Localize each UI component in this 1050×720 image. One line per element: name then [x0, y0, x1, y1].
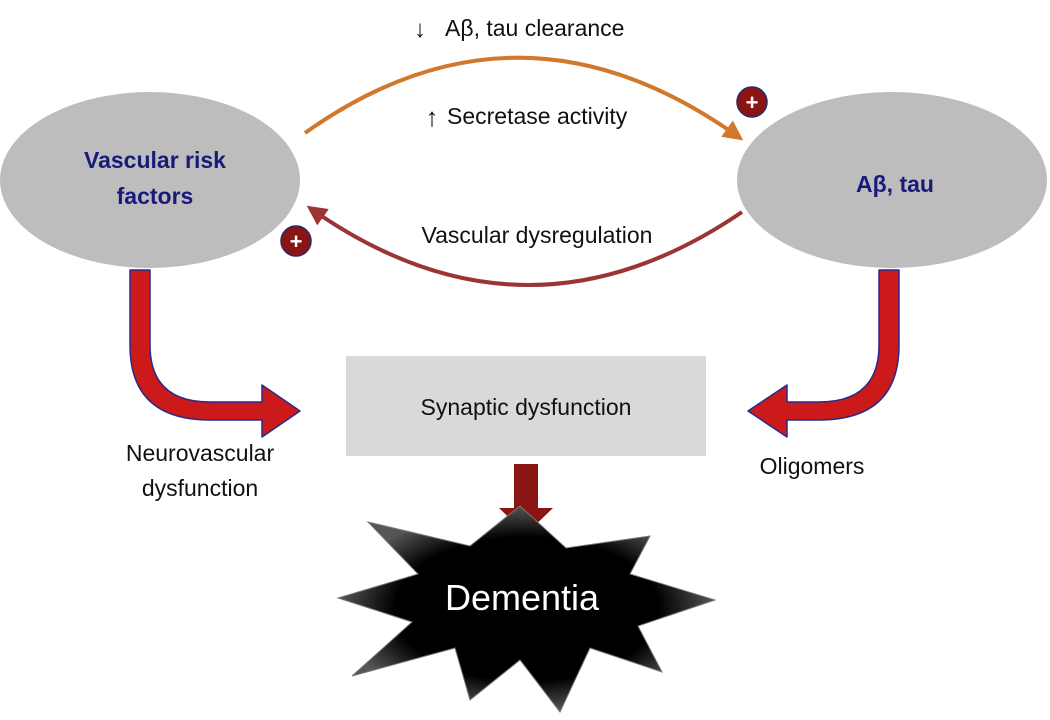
neurovascular-label-line1: Neurovascular: [126, 440, 275, 466]
plus-badge-top-text: +: [746, 90, 759, 115]
clearance-label: Aβ, tau clearance: [445, 15, 624, 41]
vascular-dysregulation-label: Vascular dysregulation: [422, 222, 653, 248]
vascular-risk-label-line2: factors: [117, 183, 194, 209]
vascular-risk-label-line1: Vascular risk: [84, 147, 226, 173]
right-curved-arrow: [747, 269, 900, 438]
oligomers-label: Oligomers: [760, 453, 865, 479]
synaptic-dysfunction-box: [346, 356, 706, 456]
dementia-starburst: [336, 505, 717, 713]
secretase-up-arrow-glyph: ↑: [426, 102, 439, 132]
plus-badge-left: +: [280, 225, 312, 257]
plus-badge-top: +: [736, 86, 768, 118]
bottom-arc-arrow: [306, 205, 744, 287]
neurovascular-label-line2: dysfunction: [142, 475, 258, 501]
dementia-label: Dementia: [445, 577, 600, 618]
clearance-down-arrow-glyph: ↓: [414, 16, 426, 43]
abeta-tau-node: [737, 92, 1047, 268]
left-curved-arrow: [129, 269, 301, 438]
abeta-tau-label: Aβ, tau: [856, 171, 934, 197]
synaptic-dysfunction-label: Synaptic dysfunction: [421, 394, 632, 420]
secretase-label: Secretase activity: [447, 103, 628, 129]
top-arc-arrow: [303, 55, 744, 141]
plus-badge-left-text: +: [290, 229, 303, 254]
vascular-risk-node: [0, 92, 300, 268]
